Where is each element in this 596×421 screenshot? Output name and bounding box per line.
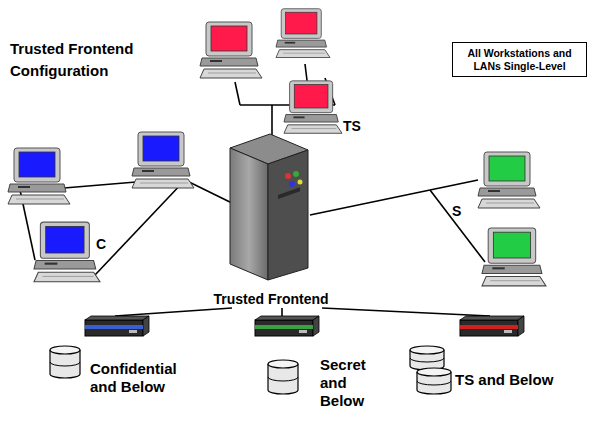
node-label: Trusted Frontend bbox=[208, 291, 334, 308]
connector-line bbox=[115, 308, 232, 316]
storage-node: Secret and Below bbox=[250, 316, 390, 411]
node-label: Secret and Below bbox=[320, 356, 390, 410]
connector-line bbox=[281, 308, 283, 316]
note-text: All Workstations and LANs Single-Level bbox=[457, 47, 582, 72]
node-label: TS and Below bbox=[455, 371, 585, 389]
lan-label: TS bbox=[343, 118, 361, 134]
lan-label: C bbox=[96, 236, 106, 252]
storage-node: TS and Below bbox=[395, 316, 590, 411]
storage-node: Confidential and Below bbox=[45, 316, 245, 416]
lan-label: S bbox=[452, 203, 461, 219]
connector-line bbox=[322, 308, 490, 316]
server-tower bbox=[208, 128, 334, 284]
node-label: Confidential and Below bbox=[90, 360, 200, 396]
diagram-title: Trusted Frontend Configuration bbox=[10, 38, 160, 82]
note-box: All Workstations and LANs Single-Level bbox=[452, 42, 587, 77]
server-node: Trusted Frontend bbox=[208, 128, 334, 308]
